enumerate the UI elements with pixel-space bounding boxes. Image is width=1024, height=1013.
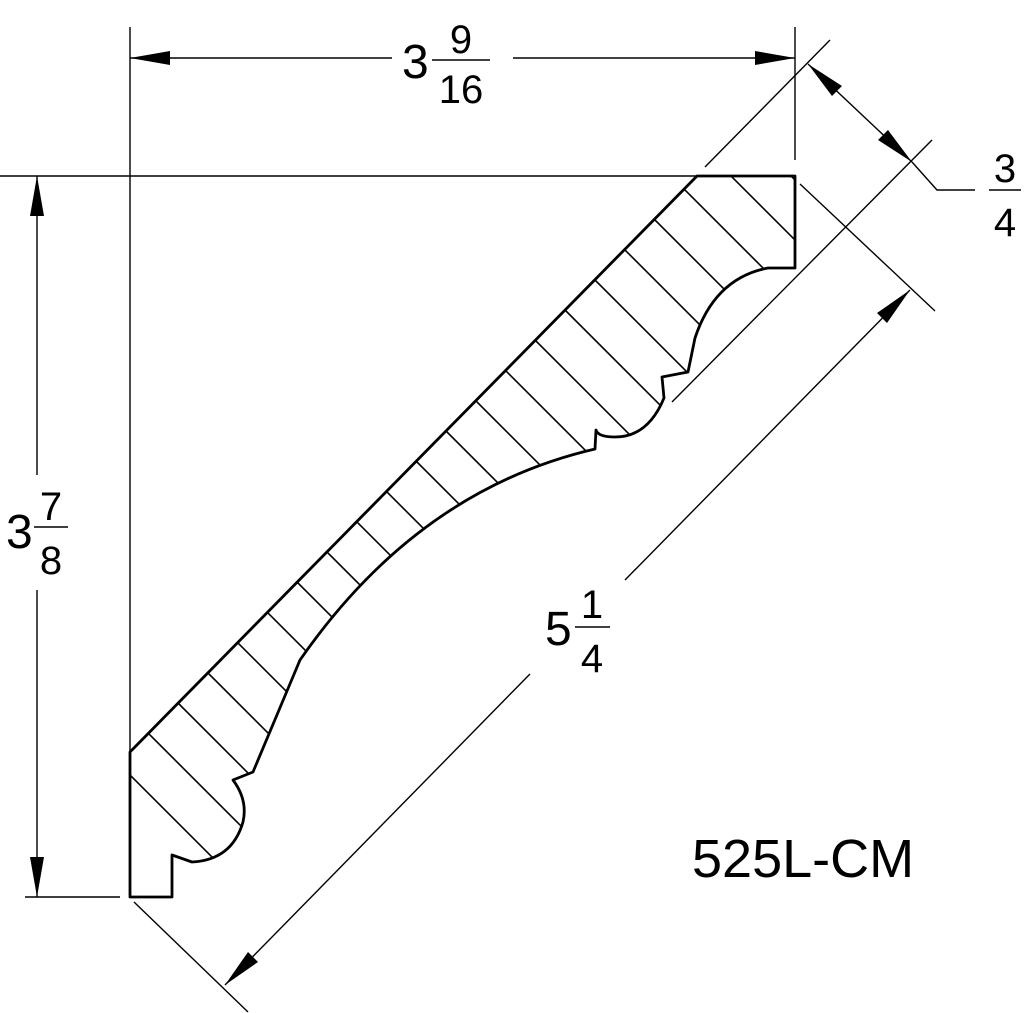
thickness-arrow-lower (878, 130, 912, 162)
width-denominator: 16 (439, 68, 484, 112)
height-whole: 3 (6, 506, 33, 559)
thickness-leader-line (911, 161, 975, 191)
face-width-arrow-lower (225, 952, 258, 985)
width-dimension: 3 9 16 (130, 18, 795, 112)
width-arrow-right (755, 51, 795, 65)
width-whole: 3 (402, 36, 429, 89)
face-width-whole: 5 (545, 603, 572, 656)
face-width-dimension-line-lower (224, 673, 531, 986)
top-edge-extension-line (799, 183, 936, 312)
face-width-denominator: 4 (581, 637, 603, 681)
thickness-denominator: 4 (994, 201, 1016, 245)
part-number-label: 525L-CM (692, 829, 914, 889)
thickness-numerator: 3 (994, 147, 1016, 191)
height-arrow-top (30, 176, 44, 216)
height-arrow-bottom (30, 857, 44, 897)
face-width-dimension: 5 1 4 (224, 289, 911, 986)
front-face-extension-line (671, 139, 933, 403)
back-face-extension-line (704, 39, 831, 168)
thickness-dimension: 3 4 (807, 63, 1021, 245)
face-width-numerator: 1 (581, 583, 603, 627)
profile-outline (128, 174, 797, 899)
face-width-arrow-upper (877, 290, 910, 323)
height-dimension: 3 7 8 (6, 176, 68, 897)
bottom-edge-extension-line (133, 901, 249, 1013)
height-numerator: 7 (40, 485, 62, 529)
height-denominator: 8 (40, 539, 62, 583)
thickness-arrow-upper (808, 64, 842, 96)
face-width-dimension-line-upper (624, 289, 911, 581)
width-numerator: 9 (450, 18, 472, 62)
width-arrow-left (130, 51, 170, 65)
